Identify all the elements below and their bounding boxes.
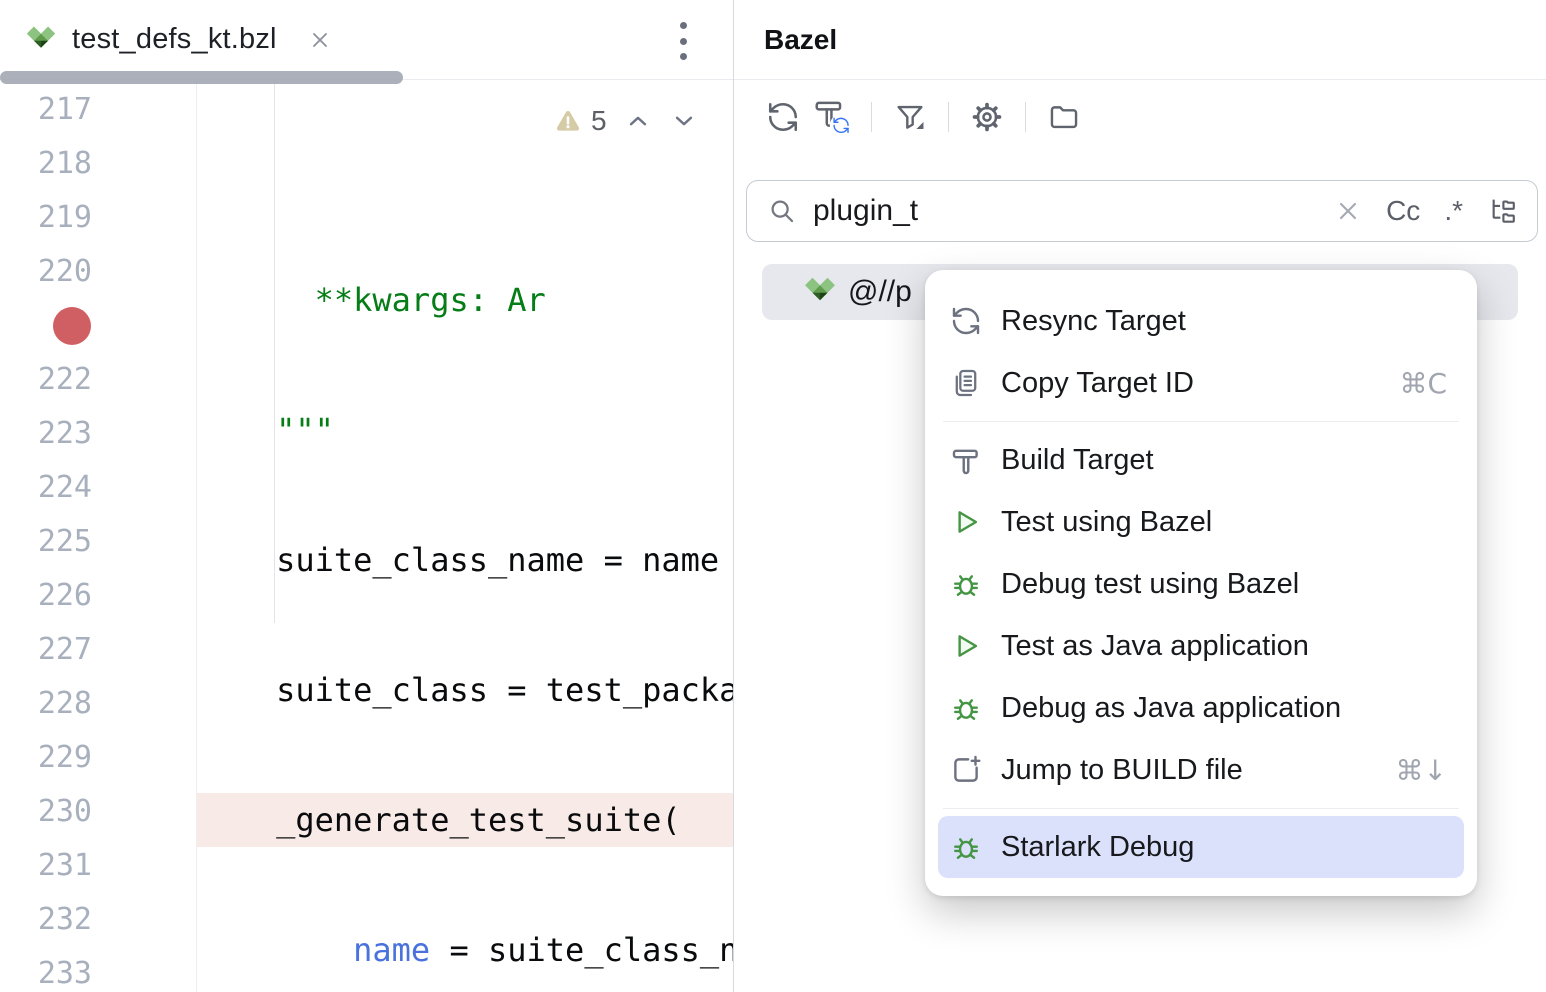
inspections-widget: 5: [553, 100, 699, 142]
previous-warning-icon[interactable]: [623, 106, 653, 136]
warning-icon: [555, 109, 581, 132]
code-line[interactable]: """: [199, 411, 334, 449]
code-line-breakpoint[interactable]: _generate_test_suite(: [197, 793, 733, 847]
menu-item-resync-target[interactable]: Resync Target: [925, 290, 1477, 352]
folder-icon: [1050, 106, 1078, 129]
editor-options-kebab-icon[interactable]: [675, 22, 691, 60]
target-context-menu: Resync Target Copy Target ID ⌘C Build Ta…: [925, 270, 1477, 896]
search-icon: [771, 200, 794, 223]
regex-toggle[interactable]: .*: [1444, 195, 1463, 226]
menu-item-jump-to-build-file[interactable]: Jump to BUILD file ⌘↓: [925, 739, 1477, 801]
menu-separator: [943, 421, 1459, 422]
shortcut-label: ⌘↓: [1395, 753, 1447, 787]
filter-icon: [897, 105, 925, 131]
next-warning-icon[interactable]: [669, 106, 699, 136]
debug-icon: [949, 567, 983, 601]
build-hammer-icon: [949, 443, 983, 477]
search-input-value[interactable]: plugin_t: [813, 194, 919, 227]
editor-gutter: 217 218 219 220 222 223 224 225 226 227 …: [0, 80, 197, 992]
line-number: 224: [37, 470, 92, 505]
bazel-file-icon: [26, 26, 56, 48]
toolbar-divider: [1025, 102, 1026, 132]
menu-separator: [943, 808, 1459, 809]
editor-body: 217 218 219 220 222 223 224 225 226 227 …: [0, 80, 733, 992]
toolbar-divider: [948, 102, 949, 132]
menu-item-copy-target-id[interactable]: Copy Target ID ⌘C: [925, 352, 1477, 414]
settings-button[interactable]: [962, 94, 1012, 140]
debug-icon: [949, 691, 983, 725]
line-number: 227: [37, 632, 92, 667]
toolbar-divider: [871, 102, 872, 132]
code-line[interactable]: suite_class_name = name: [199, 541, 720, 579]
indent-guide: [274, 80, 275, 623]
line-number: 217: [37, 92, 92, 127]
target-search-field[interactable]: plugin_t Cc .*: [746, 180, 1538, 242]
line-number: 233: [37, 956, 92, 991]
breakpoint-icon[interactable]: [53, 307, 91, 345]
gear-icon: [972, 102, 1002, 132]
line-number: 228: [37, 686, 92, 721]
line-number: 223: [37, 416, 92, 451]
code-line[interactable]: suite_class = test_packa: [199, 671, 733, 709]
line-number: 220: [37, 254, 92, 289]
line-number: 229: [37, 740, 92, 775]
debug-icon: [949, 830, 983, 864]
build-resync-icon: [815, 101, 852, 136]
warning-count: 5: [591, 105, 607, 136]
run-icon: [949, 505, 983, 539]
menu-item-test-using-bazel[interactable]: Test using Bazel: [925, 491, 1477, 553]
menu-item-build-target[interactable]: Build Target: [925, 429, 1477, 491]
run-icon: [949, 629, 983, 663]
build-and-resync-button[interactable]: [808, 94, 858, 140]
line-number: 230: [37, 794, 92, 829]
editor-pane: test_defs_kt.bzl 217 218 219 220 222 223…: [0, 0, 734, 992]
line-number: 232: [37, 902, 92, 937]
tab-test-defs-kt-bzl[interactable]: test_defs_kt.bzl: [24, 23, 333, 57]
code-line[interactable]: **kwargs: Ar: [199, 281, 546, 319]
jump-icon: [949, 753, 983, 787]
menu-item-starlark-debug[interactable]: Starlark Debug: [938, 816, 1464, 878]
bazel-tool-window: Bazel: [734, 0, 1546, 992]
tab-title: test_defs_kt.bzl: [72, 23, 277, 55]
editor-tab-bar: test_defs_kt.bzl: [0, 0, 733, 80]
show-as-tree-icon[interactable]: [1487, 195, 1519, 227]
line-number: 231: [37, 848, 92, 883]
horizontal-scrollbar[interactable]: [0, 71, 403, 84]
resync-button[interactable]: [758, 94, 808, 140]
menu-item-test-as-java-application[interactable]: Test as Java application: [925, 615, 1477, 677]
line-number: 219: [37, 200, 92, 235]
bazel-panel-header: Bazel: [734, 0, 1546, 80]
resync-icon: [768, 102, 798, 132]
bazel-toolbar: [734, 80, 1546, 154]
target-label: @//p: [848, 275, 912, 308]
panel-title: Bazel: [764, 23, 838, 55]
filter-button[interactable]: [885, 94, 935, 140]
tab-close-icon[interactable]: [307, 27, 333, 53]
code-line[interactable]: name = suite_class_n: [199, 931, 733, 969]
line-number: 218: [37, 146, 92, 181]
shortcut-label: ⌘C: [1399, 366, 1447, 400]
bazel-target-icon: [805, 277, 835, 301]
menu-item-debug-test-using-bazel[interactable]: Debug test using Bazel: [925, 553, 1477, 615]
line-number: 225: [37, 524, 92, 559]
resync-icon: [949, 304, 983, 338]
line-number: 226: [37, 578, 92, 613]
open-folder-button[interactable]: [1039, 94, 1089, 140]
line-number: 222: [37, 362, 92, 397]
match-case-toggle[interactable]: Cc: [1386, 195, 1421, 226]
menu-item-debug-as-java-application[interactable]: Debug as Java application: [925, 677, 1477, 739]
copy-icon: [949, 366, 983, 400]
code-area[interactable]: 5 **kwargs: Ar """ suite_class_name = na…: [197, 80, 733, 992]
clear-search-icon[interactable]: [1334, 197, 1362, 225]
